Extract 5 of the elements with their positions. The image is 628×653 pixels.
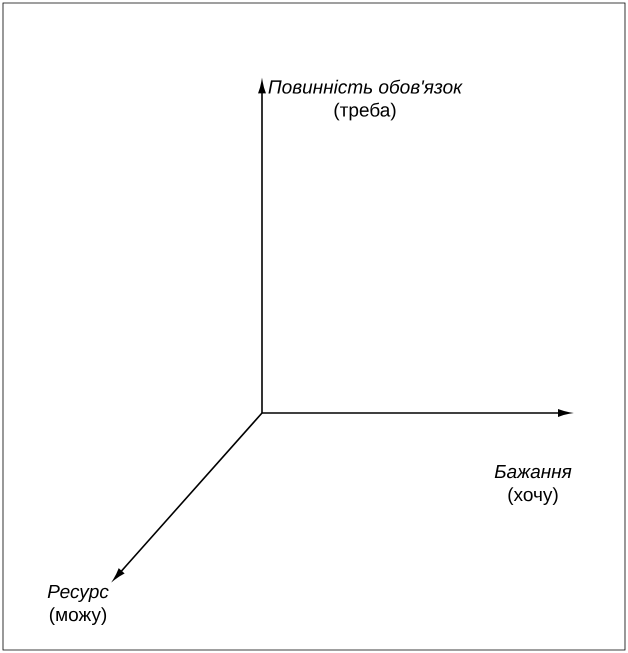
axis-label: Ресурс (можу) [48, 585, 109, 625]
axis-label: Повинність обов'язок (треба) [268, 80, 463, 120]
axis-arrow [258, 81, 266, 413]
axis-label: Бажання (хочу) [494, 465, 572, 505]
axis-arrow [113, 412, 263, 580]
